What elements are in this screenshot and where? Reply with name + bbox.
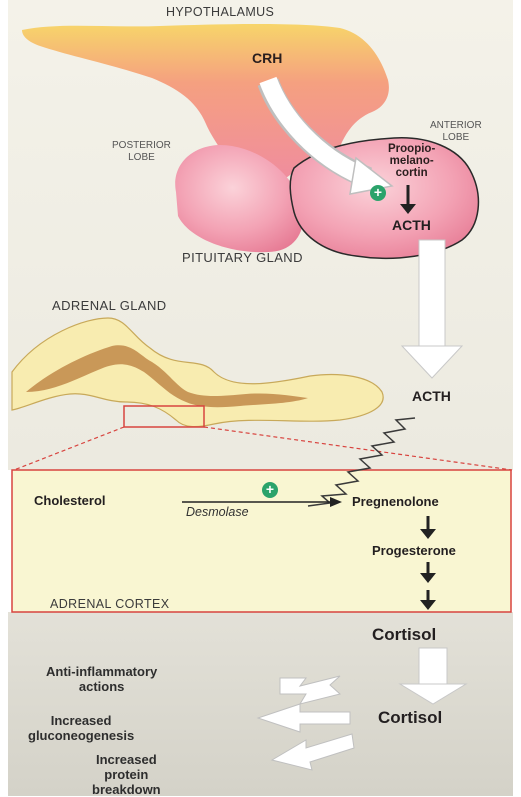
cholesterol-label: Cholesterol bbox=[34, 493, 106, 508]
cortisol-target-label: Cortisol bbox=[378, 708, 442, 728]
effect-anti-inflammatory: Anti-inflammatory actions bbox=[46, 664, 157, 694]
progesterone-label: Progesterone bbox=[372, 543, 456, 558]
acth-pituitary-label: ACTH bbox=[392, 217, 431, 233]
desmolase-label: Desmolase bbox=[186, 505, 249, 519]
anterior-lobe-label: ANTERIOR LOBE bbox=[430, 120, 482, 144]
effect-protein-breakdown: Increased protein breakdown bbox=[92, 752, 161, 797]
acth-arrow-shaft bbox=[419, 240, 445, 350]
crh-label: CRH bbox=[252, 50, 282, 66]
pregnenolone-label: Pregnenolone bbox=[352, 494, 439, 509]
proopiomelanocortin-label: Proopio- melano- cortin bbox=[388, 143, 435, 179]
effect-gluconeogenesis: Increased gluconeogenesis bbox=[28, 713, 134, 743]
cortisol-arrow-shaft bbox=[419, 648, 447, 688]
lower-panel bbox=[8, 612, 513, 796]
adrenal-cortex-label: ADRENAL CORTEX bbox=[50, 597, 170, 611]
cortisol-output-label: Cortisol bbox=[372, 625, 436, 645]
pituitary-gland-label: PITUITARY GLAND bbox=[182, 250, 303, 265]
posterior-lobe-label: POSTERIOR LOBE bbox=[112, 140, 171, 164]
acth-adrenal-label: ACTH bbox=[412, 388, 451, 404]
adrenal-cortex-box bbox=[12, 470, 511, 612]
desmolase-plus-icon: + bbox=[265, 481, 275, 497]
adrenal-gland-label: ADRENAL GLAND bbox=[52, 298, 167, 313]
pituitary-plus-icon: + bbox=[373, 184, 383, 200]
hypothalamus-label: HYPOTHALAMUS bbox=[166, 5, 274, 19]
